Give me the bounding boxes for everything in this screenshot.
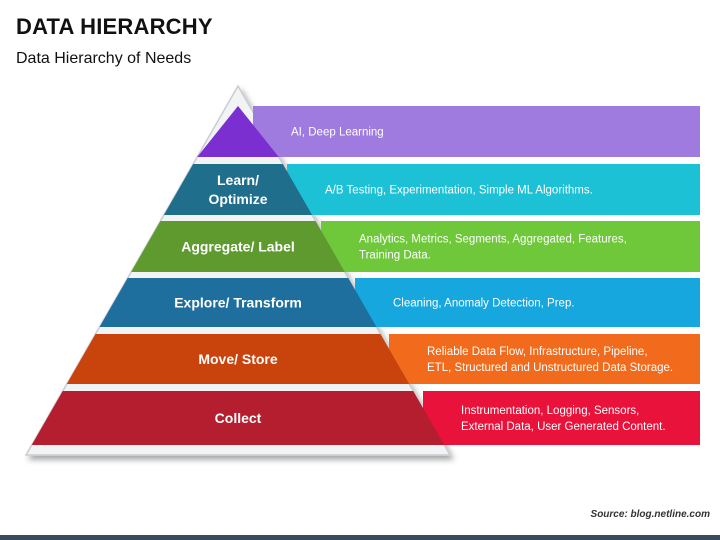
description-text-3: Analytics, Metrics, Segments, Aggregated…	[359, 234, 627, 262]
pyramid-tier-6	[31, 391, 445, 445]
source-note: Source: blog.netline.com	[590, 509, 710, 520]
description-text-2: A/B Testing, Experimentation, Simple ML …	[325, 185, 593, 197]
page-subtitle: Data Hierarchy of Needs	[16, 50, 192, 67]
description-line: Reliable Data Flow, Infrastructure, Pipe…	[427, 346, 648, 358]
tier-label-line: Learn/	[217, 172, 259, 188]
description-line: Instrumentation, Logging, Sensors,	[461, 405, 639, 417]
tier-label-line: Explore/ Transform	[174, 295, 302, 311]
description-text-5: Reliable Data Flow, Infrastructure, Pipe…	[427, 346, 673, 374]
description-band-3	[321, 221, 700, 272]
description-band-5	[389, 334, 700, 384]
tier-label-line: Move/ Store	[198, 351, 278, 367]
description-line: External Data, User Generated Content.	[461, 421, 666, 433]
tier-label-3: Aggregate/ Label	[181, 239, 295, 255]
tier-label-2: Learn/Optimize	[208, 172, 267, 207]
pyramid-tier-1	[197, 106, 279, 157]
pyramid-tier-2	[163, 164, 313, 215]
pyramid-tier-4	[99, 278, 377, 327]
tier-label-line: Aggregate/ Label	[181, 239, 295, 255]
tier-label-line: Collect	[215, 410, 262, 426]
page-title: DATA HIERARCHY	[16, 14, 213, 39]
tier-label-5: Move/ Store	[198, 351, 278, 367]
description-band-2	[287, 164, 700, 215]
description-band-4	[355, 278, 700, 327]
description-line: AI, Deep Learning	[291, 127, 384, 139]
description-line: Cleaning, Anomaly Detection, Prep.	[393, 298, 575, 310]
bottom-accent-bar	[0, 535, 720, 540]
description-band-6	[423, 391, 700, 445]
description-line: ETL, Structured and Unstructured Data St…	[427, 362, 673, 374]
pyramid-tier-3	[131, 221, 345, 272]
description-line: Analytics, Metrics, Segments, Aggregated…	[359, 234, 627, 246]
tier-label-6: Collect	[215, 410, 262, 426]
description-text-6: Instrumentation, Logging, Sensors, Extern…	[461, 405, 666, 433]
tier-label-4: Explore/ Transform	[174, 295, 302, 311]
description-line: A/B Testing, Experimentation, Simple ML …	[325, 185, 593, 197]
description-line: Training Data.	[359, 250, 431, 262]
pyramid-tier-5	[66, 334, 410, 384]
description-band-1	[253, 106, 700, 157]
tier-label-line: Optimize	[208, 191, 267, 207]
description-text-1: AI, Deep Learning	[291, 127, 384, 139]
description-text-4: Cleaning, Anomaly Detection, Prep.	[393, 298, 575, 310]
